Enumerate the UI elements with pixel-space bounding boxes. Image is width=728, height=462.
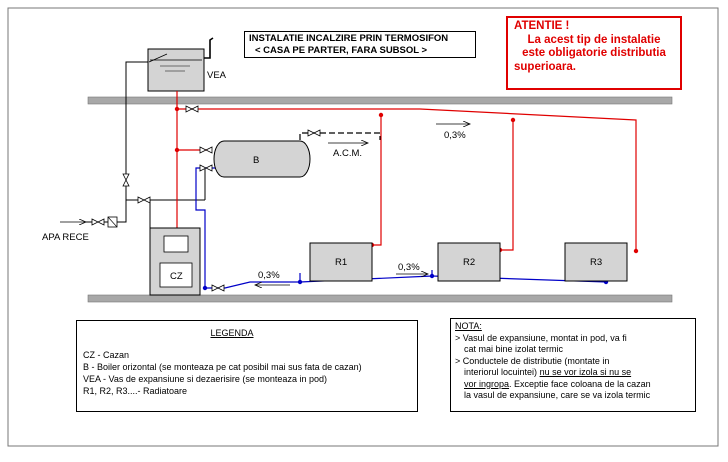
vea-label: VEA bbox=[207, 70, 227, 81]
note-emphasis: nu se vor izola si nu se bbox=[539, 367, 632, 377]
cazan-label: CZ bbox=[170, 271, 183, 282]
slope-bottom-mid-label: 0,3% bbox=[398, 262, 420, 273]
supply-pipe bbox=[176, 91, 637, 251]
legend-title: LEGENDA bbox=[210, 328, 254, 338]
legend-item: B - Boiler orizontal (se monteaza pe cat… bbox=[83, 362, 362, 372]
warning-line3: superioara. bbox=[514, 60, 576, 73]
r2-label: R2 bbox=[463, 257, 475, 268]
ceiling-slab bbox=[87, 96, 673, 105]
legend-box: LEGENDA CZ - Cazan B - Boiler orizontal … bbox=[76, 320, 418, 412]
note-box: NOTA: > Vasul de expansiune, montat in p… bbox=[450, 318, 696, 412]
warning-heading: ATENTIE ! bbox=[514, 20, 570, 32]
supply-nodes bbox=[174, 106, 639, 254]
legend-item: CZ - Cazan bbox=[83, 350, 130, 360]
note-line: > Conductele de distributie (montate in bbox=[455, 355, 610, 366]
note-text: interiorul locuintei) bbox=[464, 367, 538, 377]
return-nodes bbox=[202, 273, 609, 291]
radiator-r2 bbox=[437, 242, 501, 282]
note-line: > Vasul de expansiune, montat in pod, va… bbox=[455, 332, 627, 343]
warning-line2: este obligatorie distributia bbox=[522, 47, 666, 59]
radiator-r1 bbox=[309, 242, 373, 282]
title-line2: < CASA PE PARTER, FARA SUBSOL > bbox=[255, 45, 428, 56]
r1-label: R1 bbox=[335, 257, 347, 268]
slope-top-label: 0,3% bbox=[444, 130, 466, 141]
valves bbox=[91, 105, 321, 292]
note-line: interiorul locuintei) nu se vor izola si… bbox=[455, 367, 691, 379]
note-text: . Exceptie face coloana de la cazan bbox=[509, 378, 651, 389]
radiator-r3 bbox=[564, 242, 628, 282]
outer-frame bbox=[7, 7, 719, 447]
title-line1: INSTALATIE INCALZIRE PRIN TERMOSIFON bbox=[249, 33, 449, 44]
warning-box: ATENTIE ! La acest tip de instalatie est… bbox=[506, 16, 682, 90]
warning-line1: La acest tip de instalatie bbox=[527, 33, 661, 46]
apa-rece-label: APA RECE bbox=[42, 232, 89, 243]
note-title: NOTA: bbox=[455, 321, 482, 331]
hot-water-line bbox=[299, 132, 381, 143]
boiler-label: B bbox=[253, 155, 259, 166]
cazan bbox=[149, 227, 201, 296]
note-line: la vasul de expansiune, care se va izola… bbox=[464, 390, 651, 400]
note-emphasis: vor ingropa bbox=[464, 378, 510, 389]
r3-label: R3 bbox=[590, 257, 602, 268]
note-line: cat mai bine izolat termic bbox=[464, 344, 564, 354]
acm-label: A.C.M. bbox=[333, 148, 362, 159]
legend-item: VEA - Vas de expansiune si dezaerisire (… bbox=[83, 374, 327, 384]
slope-arrows bbox=[255, 124, 470, 285]
expansion-tank bbox=[147, 37, 214, 92]
boiler bbox=[213, 140, 311, 178]
slope-bottom-left-label: 0,3% bbox=[258, 270, 280, 281]
floor-slab bbox=[87, 294, 673, 303]
legend-item: R1, R2, R3....- Radiatoare bbox=[83, 386, 188, 396]
note-line: vor ingropa. Exceptie face coloana de la… bbox=[455, 379, 691, 391]
title-box: INSTALATIE INCALZIRE PRIN TERMOSIFON < C… bbox=[244, 31, 476, 58]
